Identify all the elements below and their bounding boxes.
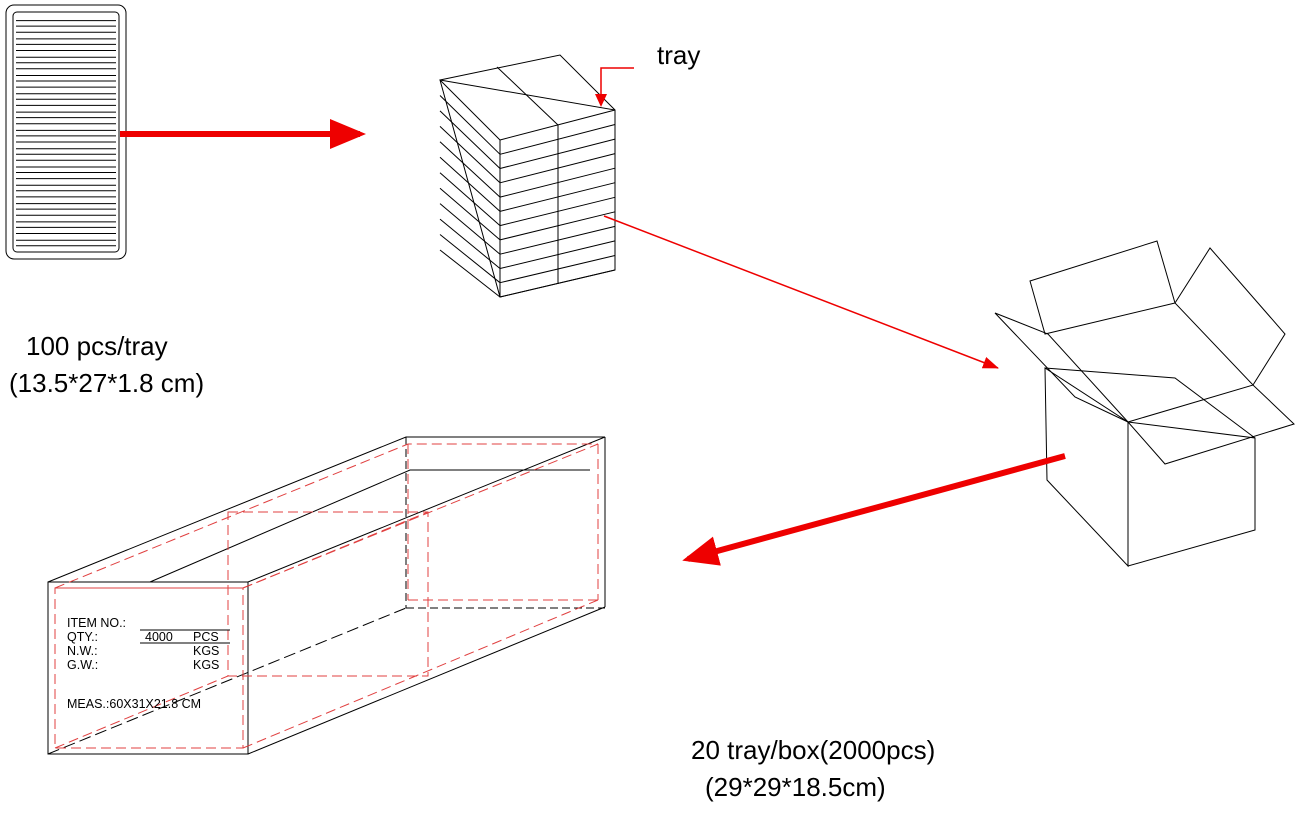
stack-tray-edge-right: [499, 153, 616, 184]
carton-nw-label: N.W.:: [67, 644, 98, 658]
stack-tray-edge-left: [439, 79, 501, 141]
stack-tray-edge-left: [439, 187, 501, 241]
stack-tray-edge-left: [439, 234, 501, 284]
tray-quantity-label: 100 pcs/tray: [26, 331, 168, 361]
stack-tray-edge-left: [439, 203, 501, 255]
stack-tray-edge-left: [439, 249, 501, 298]
carton-qty-value: 4000: [145, 630, 173, 644]
arrow-box-to-carton: [682, 453, 1066, 566]
stack-tray-edge-right: [499, 211, 616, 241]
stack-tray-edge-left: [439, 218, 501, 269]
carton-qty-unit: PCS: [193, 630, 219, 644]
carton-gw-unit: KGS: [193, 658, 220, 672]
stack-tray-edge-left: [439, 172, 501, 226]
stack-tray-edge-left: [439, 95, 501, 155]
carton-nw-unit: KGS: [193, 644, 220, 658]
carton-item-no: ITEM NO.:: [67, 616, 127, 630]
open-box: [994, 240, 1295, 568]
carton-meas: MEAS.:60X31X21.8 CM: [67, 697, 202, 711]
stack-tray-edge-right: [499, 109, 616, 141]
stack-tray-edge-right: [499, 255, 616, 284]
box-size-label: (29*29*18.5cm): [705, 772, 886, 802]
stack-tray-edge-right: [499, 196, 616, 227]
single-tray: [5, 4, 127, 260]
stack-tray-edge-right: [499, 269, 616, 298]
tray-stack: [439, 54, 616, 298]
stack-tray-edge-left: [439, 110, 501, 169]
stack-tray-edge-left: [439, 156, 501, 212]
carton-qty-label: QTY.:: [67, 630, 99, 644]
arrow-stack-to-box: [603, 215, 999, 369]
shipping-carton: [47, 436, 606, 755]
tray-size-label: (13.5*27*1.8 cm): [9, 368, 205, 398]
stack-tray-edge-right: [499, 182, 616, 212]
stack-tray-edge-right: [499, 167, 616, 198]
stack-tray-edge-right: [499, 240, 616, 269]
stack-tray-edge-left: [439, 126, 501, 184]
stack-tray-edge-right: [499, 138, 616, 169]
box-quantity-label: 20 tray/box(2000pcs): [691, 735, 936, 765]
tray-callout-label: tray: [657, 40, 701, 70]
stack-tray-edge-left: [439, 141, 501, 198]
tray-callout-line: [600, 67, 634, 96]
stack-tray-edge-right: [499, 225, 616, 255]
tray-callout-arrowhead: [595, 94, 607, 107]
stack-tray-edge-right: [499, 124, 616, 155]
carton-gw-label: G.W.:: [67, 658, 99, 672]
